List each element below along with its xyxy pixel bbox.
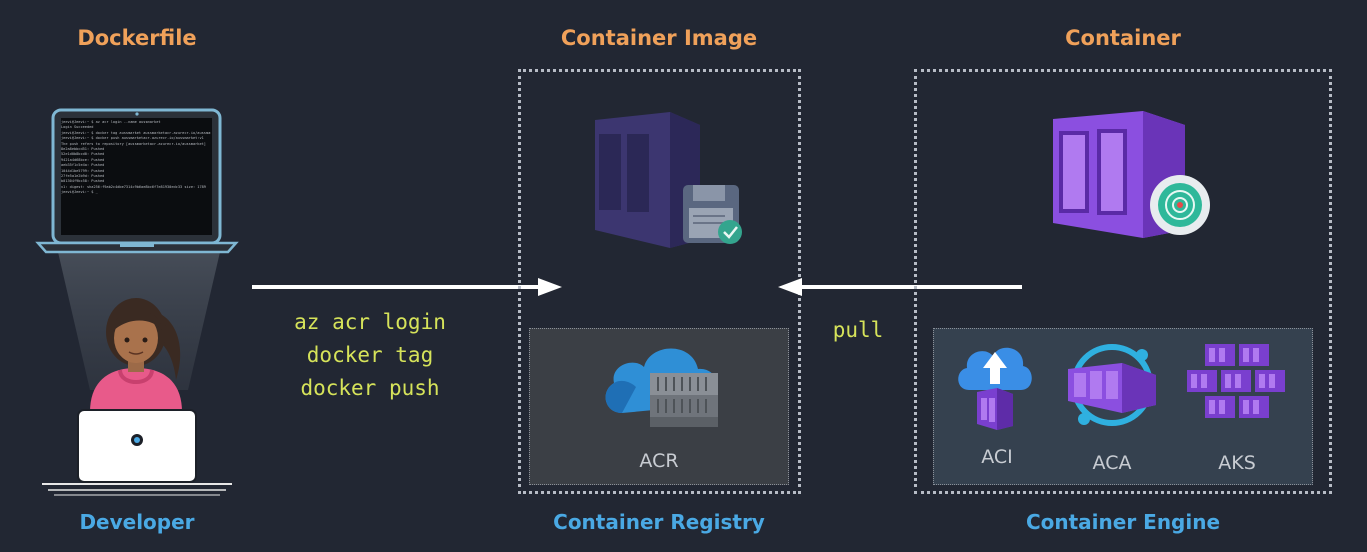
developer-group: jeevi@Jeevi:~ $ az acr login --name auss… <box>28 100 248 500</box>
container-icon <box>1053 111 1210 238</box>
footer-developer: Developer <box>79 510 195 534</box>
aci-label: ACI <box>981 446 1013 468</box>
aks-label: AKS <box>1218 452 1256 474</box>
command-az-acr-login: az acr login <box>294 310 446 334</box>
terminal-output: jeevi@Jeevi:~ $ az acr login --name auss… <box>61 120 211 230</box>
aca-label: ACA <box>1092 452 1132 474</box>
acr-label: ACR <box>639 450 679 472</box>
terminal-line: 9421a4d68bce: Pushed <box>61 157 105 162</box>
heading-container: Container <box>1065 26 1181 50</box>
aca-icon <box>1068 344 1156 426</box>
aci-icon <box>958 347 1032 430</box>
footer-container-registry: Container Registry <box>553 510 765 534</box>
terminal-line: jeevi@Jeevi:~ $ _ <box>61 190 98 195</box>
terminal-line: 52e1d0b8bcd0: Pushed <box>61 152 105 157</box>
pull-arrow <box>778 278 1022 296</box>
push-arrow <box>252 278 562 296</box>
terminal-line: The push refers to repository [aussmarke… <box>61 141 206 146</box>
developer-person-icon <box>42 298 232 496</box>
terminal-line: aeb35f1c5e4a: Pushed <box>61 163 105 168</box>
terminal-line: jeevi@Jeevi:~ $ docker tag aussmarket au… <box>61 130 211 135</box>
terminal-line: v1: digest: sha256:f9ab2c4dbe7314c9b6ae8… <box>61 184 206 189</box>
terminal-line: 27fe5a1e2b9d: Pushed <box>61 174 105 179</box>
terminal-line: b01304f9bc58: Pushed <box>61 179 105 184</box>
heading-container-image: Container Image <box>560 26 758 50</box>
terminal-line: jeevi@Jeevi:~ $ docker push aussmarketac… <box>61 136 204 141</box>
pull-label: pull <box>832 318 884 342</box>
command-list: az acr login docker tag docker push <box>270 306 470 405</box>
acr-cloud-icon <box>605 348 719 427</box>
container-image-icon <box>595 112 742 248</box>
footer-container-engine: Container Engine <box>1025 510 1221 534</box>
command-docker-tag: docker tag <box>306 343 434 367</box>
terminal-line: jeevi@Jeevi:~ $ az acr login --name auss… <box>61 120 161 124</box>
laptop-icon <box>35 108 239 390</box>
engine-box <box>914 69 1332 494</box>
terminal-line: Login Succeeded <box>61 125 94 130</box>
aks-icon <box>1187 344 1285 418</box>
command-docker-push: docker push <box>300 376 440 400</box>
terminal-line: 1044d1be5799: Pushed <box>61 168 105 173</box>
heading-dockerfile: Dockerfile <box>77 26 197 50</box>
terminal-line: 8e2a8ebbcd51: Pushed <box>61 147 105 152</box>
